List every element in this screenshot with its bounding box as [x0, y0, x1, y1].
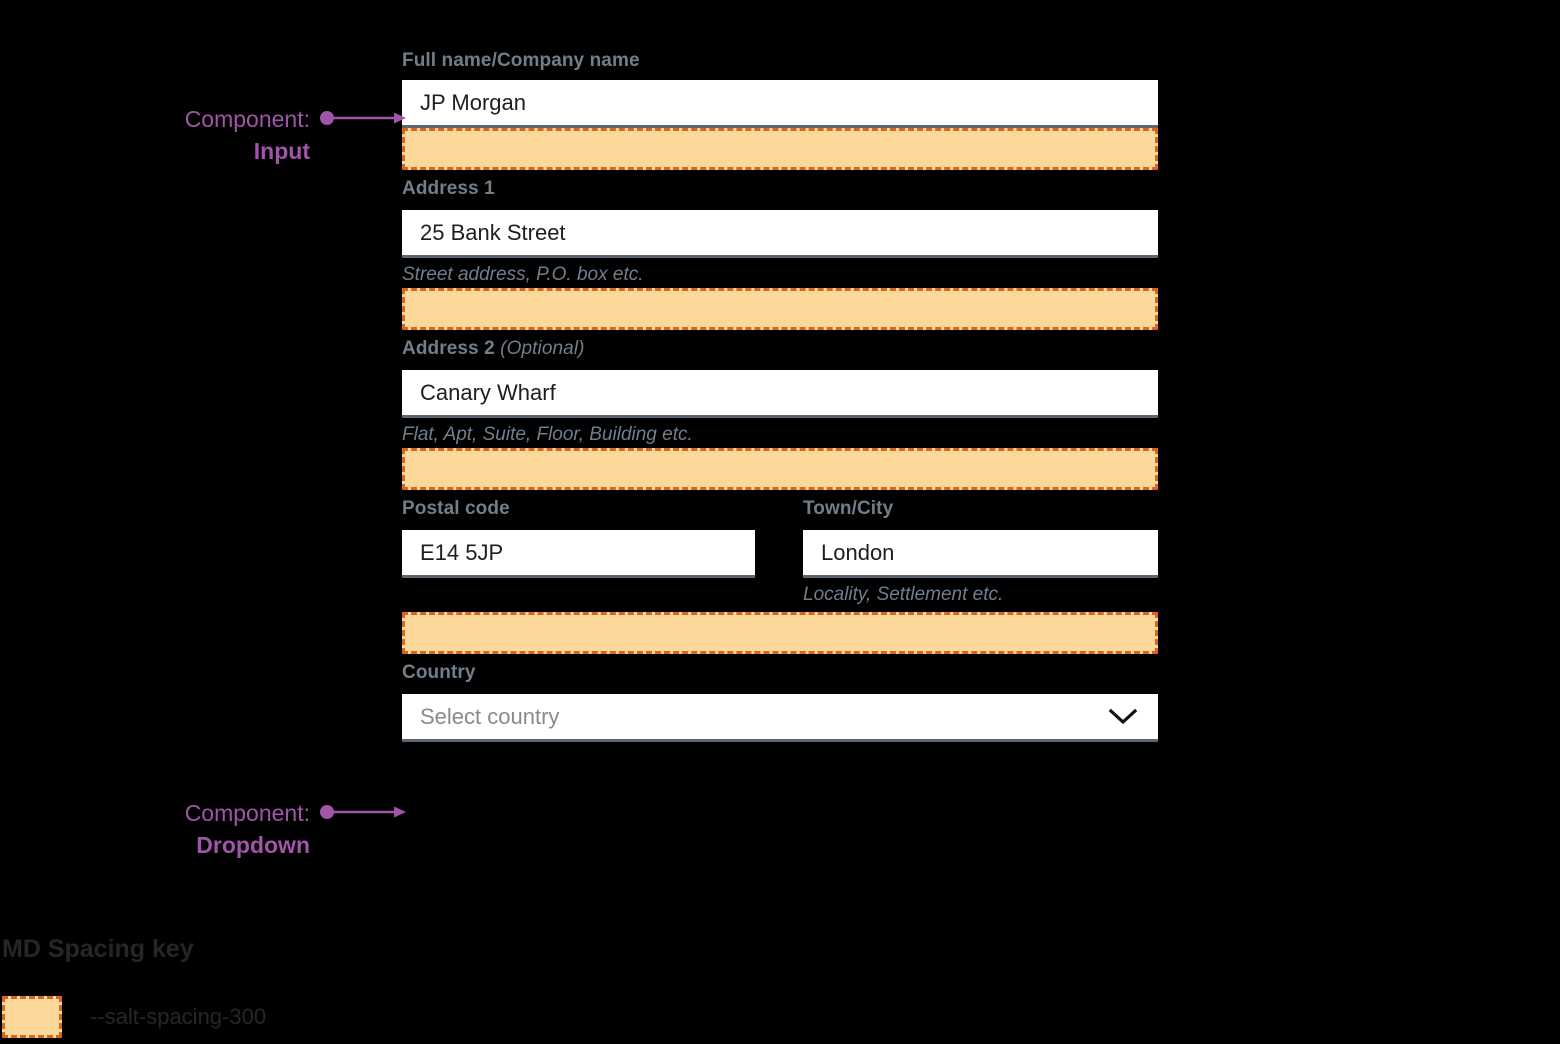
label-text: Country: [402, 662, 476, 683]
input-address-1-value: 25 Bank Street: [420, 219, 566, 245]
legend-token-label: --salt-spacing-300: [90, 1004, 267, 1029]
input-postal-code[interactable]: E14 5JP: [402, 530, 755, 578]
input-full-name-value: JP Morgan: [420, 89, 526, 115]
label-address-2: Address 2 (Optional): [402, 336, 1158, 362]
label-full-name: Full name/Company name: [402, 48, 1158, 74]
input-town-city-value: London: [821, 539, 895, 565]
label-address-1: Address 1: [402, 176, 1158, 202]
legend-title: MD Spacing key: [2, 935, 194, 963]
label-text: Address 1: [402, 178, 495, 199]
label-postal-code: Postal code: [402, 496, 755, 522]
dropdown-country-placeholder: Select country: [420, 703, 560, 729]
input-postal-code-value: E14 5JP: [420, 539, 504, 565]
label-text: Address 2: [402, 338, 495, 359]
label-optional-suffix: (Optional): [500, 338, 585, 359]
spacing-block-300: [402, 288, 1158, 330]
input-address-2-value: Canary Wharf: [420, 379, 556, 405]
spacing-block-300: [402, 448, 1158, 490]
helper-town-city: Locality, Settlement etc.: [803, 584, 1004, 605]
input-town-city[interactable]: London: [803, 530, 1158, 578]
arrow-right-icon: [320, 802, 406, 822]
spacing-legend: MD Spacing key --salt-spacing-300: [0, 932, 560, 1038]
input-address-2[interactable]: Canary Wharf: [402, 370, 1158, 418]
label-country: Country: [402, 660, 1158, 686]
spacing-block-300: [402, 128, 1158, 170]
label-town-city: Town/City: [803, 496, 1158, 522]
annotation-input-prefix: Component:: [184, 106, 310, 132]
postal-code-group: Postal code E14 5JP: [402, 496, 755, 608]
spacing-block-300: [402, 612, 1158, 654]
address-form: Full name/Company name JP Morgan Address…: [402, 0, 1158, 742]
helper-address-2: Flat, Apt, Suite, Floor, Building etc.: [402, 424, 693, 445]
postal-town-row: Postal code E14 5JP Town/City London Loc…: [402, 496, 1158, 608]
helper-address-1: Street address, P.O. box etc.: [402, 264, 644, 285]
input-full-name[interactable]: JP Morgan: [402, 80, 1158, 128]
dropdown-country[interactable]: Select country: [402, 694, 1158, 742]
arrow-right-icon: [320, 108, 406, 128]
label-text: Full name/Company name: [402, 50, 640, 71]
annotation-input-name: Input: [253, 138, 310, 164]
label-text: Town/City: [803, 498, 894, 519]
label-text: Postal code: [402, 498, 510, 519]
chevron-down-icon[interactable]: [1108, 708, 1138, 726]
annotation-dropdown-prefix: Component:: [184, 800, 310, 826]
town-city-group: Town/City London Locality, Settlement et…: [803, 496, 1158, 608]
input-address-1[interactable]: 25 Bank Street: [402, 210, 1158, 258]
legend-swatch-spacing-300: [2, 996, 62, 1038]
legend-item: --salt-spacing-300: [0, 996, 560, 1038]
annotation-input: Component: Input: [110, 103, 310, 167]
annotation-dropdown-name: Dropdown: [196, 832, 310, 858]
annotation-dropdown: Component: Dropdown: [100, 797, 310, 861]
